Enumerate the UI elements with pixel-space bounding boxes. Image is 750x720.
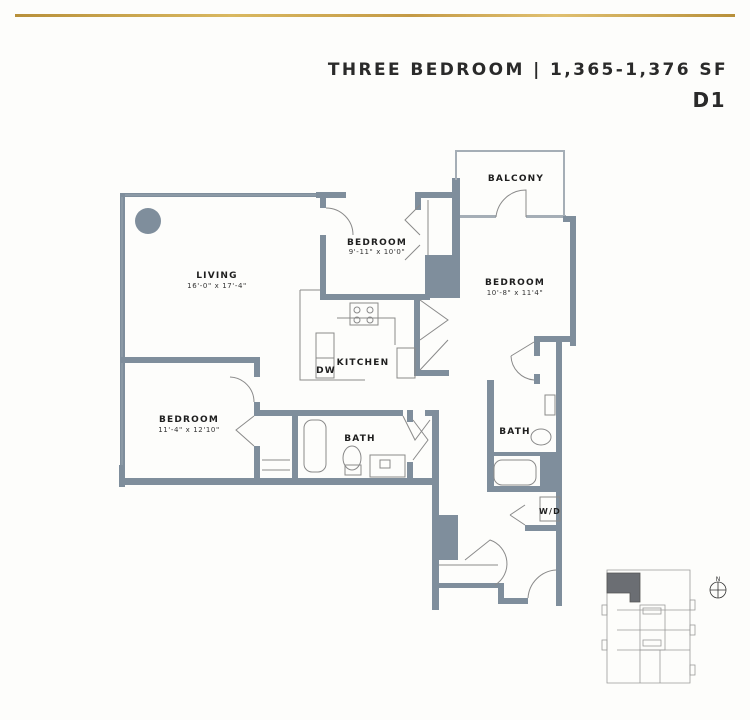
room-label-bedroom-3: BEDROOM (485, 278, 545, 288)
room-label-living: LIVING (196, 271, 238, 281)
key-plan: N (601, 569, 727, 684)
unit-code: D1 (692, 88, 726, 112)
room-dim-living: 16'-0" x 17'-4" (187, 282, 247, 290)
windows (121, 194, 316, 465)
room-label-bath-1: BATH (344, 434, 376, 444)
gold-divider (15, 14, 735, 17)
room-labels: LIVING 16'-0" x 17'-4" BEDROOM 9'-11" x … (158, 174, 561, 516)
column-icon (135, 208, 161, 234)
dishwasher-label: DW (316, 366, 336, 376)
washer-dryer-label: W/D (539, 507, 561, 516)
room-dim-bedroom-2: 9'-11" x 10'0" (349, 248, 406, 256)
compass-north-label: N (716, 576, 721, 583)
fixtures (135, 189, 561, 599)
room-label-bedroom-2: BEDROOM (347, 238, 407, 248)
room-label-kitchen: KITCHEN (337, 358, 390, 368)
room-label-bath-2: BATH (499, 427, 531, 437)
room-dim-bedroom-3: 10'-8" x 11'4" (487, 289, 544, 297)
unit-highlight (606, 572, 641, 603)
room-label-bedroom-1: BEDROOM (159, 415, 219, 425)
plan-title: THREE BEDROOM | 1,365-1,376 SF (327, 60, 728, 80)
room-label-balcony: BALCONY (488, 174, 544, 184)
room-dim-bedroom-1: 11'-4" x 12'10" (158, 426, 220, 434)
